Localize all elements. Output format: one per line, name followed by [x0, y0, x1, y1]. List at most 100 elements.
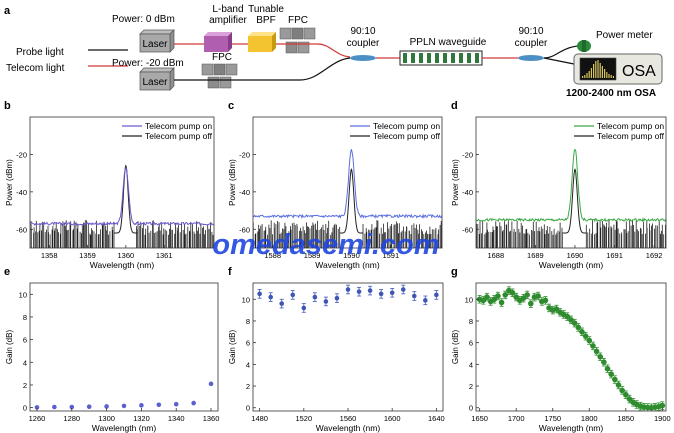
y-tick-label: 6	[23, 336, 27, 345]
series-gain-e	[34, 381, 214, 410]
data-point	[524, 292, 530, 298]
y-tick-label: 8	[23, 313, 27, 322]
coupler-1-label-2: coupler	[347, 38, 380, 49]
x-tick-label: 1640	[428, 414, 445, 423]
data-point	[502, 292, 509, 298]
ppln-domain	[451, 53, 455, 63]
setup-diagram: a Probe light Telecom light Power: 0 dBm…	[4, 4, 663, 99]
data-point	[597, 353, 604, 360]
osa-bar	[586, 73, 588, 78]
x-tick-label: 1280	[63, 414, 80, 423]
data-point	[608, 371, 614, 377]
telecom-laser-label: Laser	[142, 77, 168, 88]
panel-label-a: a	[4, 5, 11, 17]
pump-off-noise	[476, 219, 666, 248]
data-point	[356, 289, 362, 294]
osa-bar	[584, 75, 586, 78]
panel-label-f: f	[228, 266, 232, 278]
osa-instrument: OSA	[573, 53, 663, 85]
bpf	[248, 32, 276, 52]
x-tick-label: 1900	[654, 414, 671, 423]
data-point	[612, 376, 618, 383]
data-point	[290, 292, 296, 298]
osa-bar	[590, 68, 592, 78]
legend-label-off: Telecom pump off	[373, 131, 441, 141]
y-axis-label-c: Power (dBm)	[228, 159, 237, 206]
probe-fiber	[174, 43, 351, 58]
x-tick-label: 1590	[343, 251, 360, 260]
data-point	[579, 329, 585, 335]
coupler-2	[518, 55, 544, 61]
osa-spectrum-display	[582, 60, 614, 78]
pump-off-noise	[30, 220, 214, 248]
x-tick-label: 1688	[487, 251, 504, 260]
x-tick-label: 1591	[382, 251, 399, 260]
data-point	[400, 287, 406, 292]
probe-light-label: Probe light	[16, 47, 64, 58]
x-tick-label: 1340	[168, 414, 185, 423]
y-tick-label: 2	[469, 382, 473, 391]
y-tick-label: 2	[23, 381, 27, 390]
data-point	[191, 400, 196, 406]
legend-label-on: Telecom pump on	[597, 121, 664, 131]
ppln-domain	[419, 53, 423, 63]
legend-label-on: Telecom pump on	[145, 121, 212, 131]
panel-label-b: b	[4, 100, 11, 112]
data-point	[568, 317, 574, 323]
x-tick-label: 1588	[264, 251, 281, 260]
ppln-domain	[475, 53, 479, 63]
amplifier-label-2: amplifier	[209, 15, 247, 26]
data-point	[434, 292, 439, 298]
y-axis-label-g: Gain (dB)	[451, 330, 460, 365]
x-tick-label: 1360	[117, 251, 134, 260]
x-tick-label: 1800	[581, 414, 598, 423]
legend-label-off: Telecom pump off	[145, 131, 213, 141]
plot-frame-g	[475, 282, 667, 412]
series-pump-on-b	[30, 166, 214, 227]
x-tick-label: 1690	[567, 251, 584, 260]
legend-label-off: Telecom pump off	[597, 131, 665, 141]
power-meter	[577, 40, 591, 52]
osa-bar	[601, 66, 603, 78]
bpf-label-2: BPF	[256, 15, 275, 26]
y-axis-label-d: Power (dBm)	[451, 159, 460, 206]
data-point	[623, 391, 629, 398]
data-point	[498, 299, 505, 306]
osa-bar	[593, 64, 595, 78]
coupler-2-label-2: coupler	[515, 38, 548, 49]
data-point	[590, 343, 596, 349]
pump-off-peak	[563, 168, 587, 234]
panel-label-c: c	[228, 100, 234, 112]
ppln-waveguide	[399, 50, 483, 66]
osa-range-label: 1200-2400 nm OSA	[566, 88, 656, 99]
data-point	[619, 387, 625, 394]
fpc-probe	[279, 27, 316, 54]
x-axis-label-b: Wavelength (nm)	[90, 260, 155, 270]
x-tick-label: 1750	[544, 414, 561, 423]
telecom-fiber	[174, 57, 351, 81]
data-point	[86, 404, 92, 409]
data-point	[312, 294, 318, 300]
coupler-1	[350, 55, 376, 61]
data-point	[345, 287, 351, 292]
osa-bar	[595, 61, 597, 78]
data-point	[513, 294, 519, 300]
data-point	[173, 401, 179, 407]
x-tick-label: 1650	[471, 414, 488, 423]
data-point	[542, 297, 549, 304]
fpc-label-probe: FPC	[288, 15, 308, 26]
x-tick-label: 1589	[304, 251, 321, 260]
x-tick-label: 1300	[98, 414, 115, 423]
panel-label-g: g	[451, 266, 458, 278]
x-tick-label: 1600	[384, 414, 401, 423]
y-tick-label: 8	[246, 317, 250, 326]
y-tick-label: -60	[462, 225, 473, 234]
telecom-laser: Laser	[139, 67, 175, 91]
data-point	[139, 403, 144, 408]
ppln-domain	[403, 53, 407, 63]
plot-frame-e	[29, 282, 219, 412]
x-tick-label: 1361	[156, 251, 173, 260]
waveguide-label: PPLN waveguide	[410, 37, 487, 48]
